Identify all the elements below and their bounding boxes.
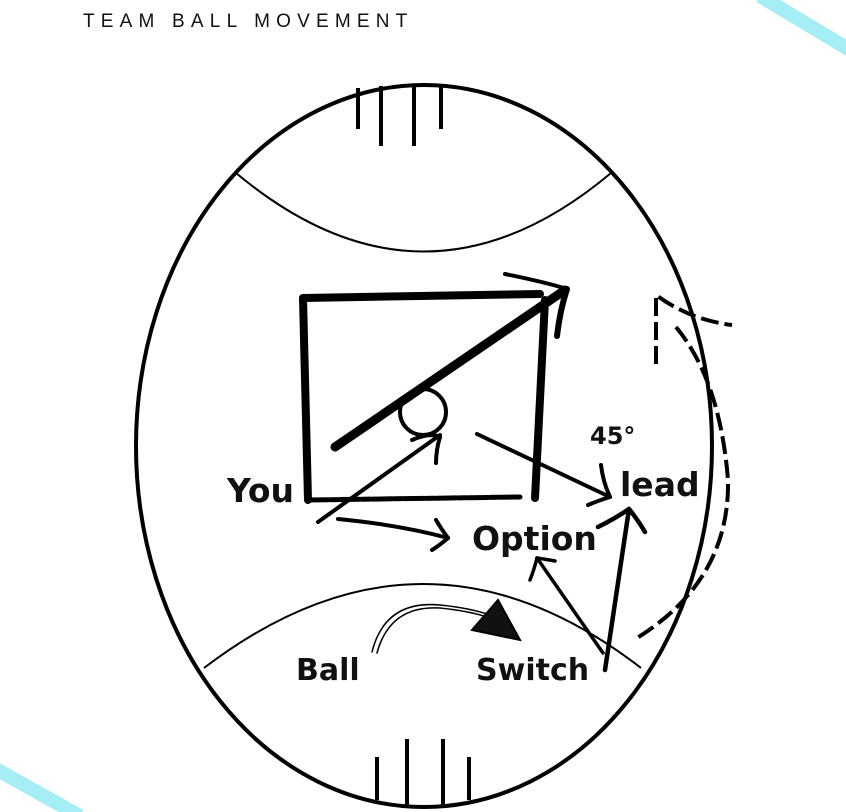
switch-to-option-arrow [528,556,605,655]
accent-stripe-bottom-left [0,763,84,812]
diagonal-kick-arrow [330,272,570,452]
oval-field-boundary [134,83,714,809]
ball-label: Ball [296,653,360,688]
you-label: You [226,471,294,510]
bottom-50m-arc [203,583,642,669]
accent-stripe-top-right [756,0,846,56]
bottom-goal-posts [375,739,471,805]
you-to-option-arrow [336,517,450,552]
ball-to-switch-arrow [371,598,522,654]
center-square [299,290,549,504]
top-goal-posts [356,85,443,146]
angle-label: 45° [590,422,635,450]
you-to-center-arrow [316,433,442,524]
dashed-lead-path [635,291,733,640]
lead-label: lead [620,465,700,504]
switch-label: Switch [476,653,589,688]
center-to-lead-arrow [475,432,612,507]
switch-to-lead-arrow [595,506,648,673]
top-50m-arc [235,172,612,253]
page-title: TEAM BALL MOVEMENT [83,11,414,32]
option-label: Option [472,519,597,558]
